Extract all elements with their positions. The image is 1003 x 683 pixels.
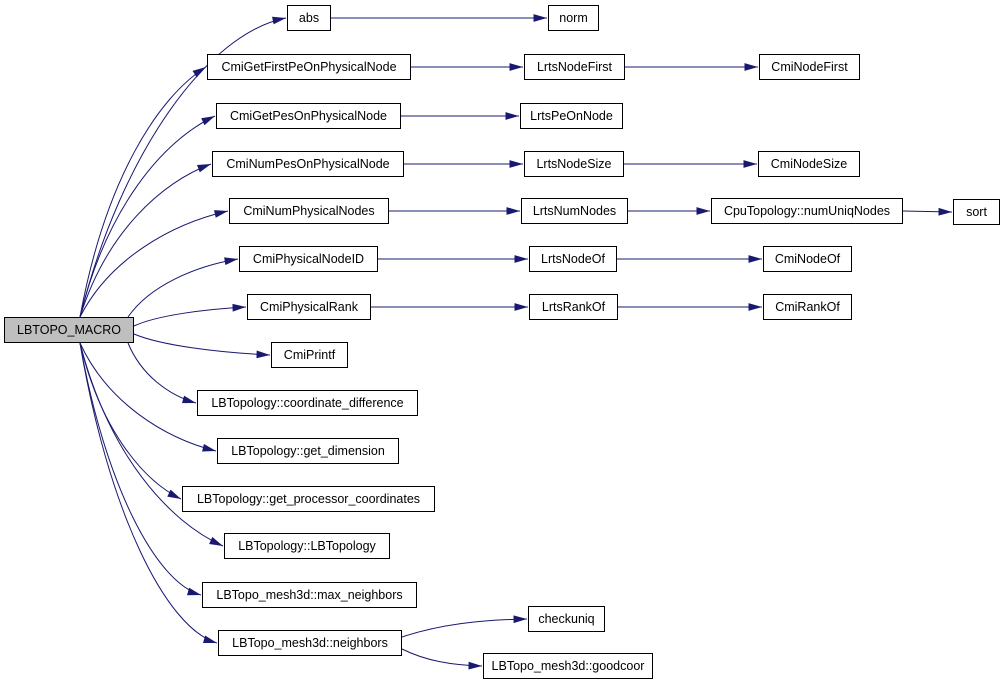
edge-lbtopo-macro--cmi-num-physical-nodes: [79, 210, 229, 318]
edge-lbtopo-macro--cmi-physical-node-id: [127, 257, 239, 318]
node-lbtopology-get-dimension[interactable]: LBTopology::get_dimension: [217, 438, 399, 464]
node-norm[interactable]: norm: [548, 5, 599, 31]
node-abs[interactable]: abs: [287, 5, 331, 31]
edge-lbtopo-macro--lbtopo-mesh3d-max-neighbors: [79, 342, 202, 596]
edge-lbtopo-mesh3d-neighbors--lbtopo-mesh3d-goodcoor: [401, 648, 483, 670]
node-label: LBTopo_mesh3d::max_neighbors: [216, 587, 403, 602]
node-label: LBTopo_mesh3d::goodcoor: [491, 658, 645, 673]
node-lrts-node-of[interactable]: LrtsNodeOf: [529, 246, 617, 272]
node-label: LBTopology::get_processor_coordinates: [196, 491, 421, 506]
edge-lbtopo-macro--lbtopology-get-processor-coordinates: [79, 342, 182, 500]
node-checkuniq[interactable]: checkuniq: [528, 606, 605, 632]
node-lrts-node-size[interactable]: LrtsNodeSize: [524, 151, 624, 177]
edge-lbtopo-macro--lbtopology-coordinate-difference: [127, 342, 197, 404]
node-cmi-physical-rank[interactable]: CmiPhysicalRank: [247, 294, 371, 320]
edge-cpu-topology-num-uniq-nodes--sort: [902, 207, 953, 216]
node-lbtopo-mesh3d-max-neighbors[interactable]: LBTopo_mesh3d::max_neighbors: [202, 582, 417, 608]
node-lbtopo-mesh3d-goodcoor[interactable]: LBTopo_mesh3d::goodcoor: [483, 653, 653, 679]
edge-lbtopo-macro--cmi-printf: [133, 333, 271, 359]
node-label: LBTopo_mesh3d::neighbors: [232, 635, 388, 650]
node-label: CmiPhysicalRank: [260, 299, 358, 314]
node-label: LrtsNodeSize: [536, 156, 612, 171]
node-cmi-node-first[interactable]: CmiNodeFirst: [759, 54, 860, 80]
node-cmi-node-size[interactable]: CmiNodeSize: [758, 151, 860, 177]
node-label: sort: [966, 204, 987, 219]
edge-lbtopo-macro--cmi-get-pes-on-physical-node: [79, 115, 216, 318]
node-label: CmiNumPesOnPhysicalNode: [226, 156, 390, 171]
node-cmi-physical-node-id[interactable]: CmiPhysicalNodeID: [239, 246, 378, 272]
node-label: CmiNumPhysicalNodes: [243, 203, 375, 218]
node-label: LBTopology::get_dimension: [231, 443, 385, 458]
edge-lbtopo-macro--lbtopo-mesh3d-neighbors: [79, 342, 218, 644]
node-label: LrtsRankOf: [541, 299, 606, 314]
node-cmi-node-of[interactable]: CmiNodeOf: [763, 246, 852, 272]
node-label: CmiNodeOf: [774, 251, 841, 266]
node-cmi-num-pes-on-physical-node[interactable]: CmiNumPesOnPhysicalNode: [212, 151, 404, 177]
node-label: LBTOPO_MACRO: [17, 322, 121, 337]
node-cpu-topology-num-uniq-nodes[interactable]: CpuTopology::numUniqNodes: [711, 198, 903, 224]
node-label: CpuTopology::numUniqNodes: [723, 203, 891, 218]
node-label: CmiNodeSize: [770, 156, 848, 171]
node-label: CmiPhysicalNodeID: [252, 251, 365, 266]
node-lbtopology-get-processor-coordinates[interactable]: LBTopology::get_processor_coordinates: [182, 486, 435, 512]
node-label: checkuniq: [538, 611, 595, 626]
node-label: LBTopology::coordinate_difference: [211, 395, 404, 410]
node-lrts-num-nodes[interactable]: LrtsNumNodes: [521, 198, 628, 224]
node-label: CmiNodeFirst: [771, 59, 848, 74]
node-lbtopology-coordinate-difference[interactable]: LBTopology::coordinate_difference: [197, 390, 418, 416]
node-cmi-num-physical-nodes[interactable]: CmiNumPhysicalNodes: [229, 198, 389, 224]
node-label: norm: [559, 10, 588, 25]
node-label: LrtsNumNodes: [532, 203, 617, 218]
node-label: LBTopology::LBTopology: [238, 538, 376, 553]
node-lrts-pe-on-node[interactable]: LrtsPeOnNode: [520, 103, 623, 129]
edge-lbtopo-macro--cmi-get-first-pe-on-physical-node: [79, 66, 207, 318]
edge-lbtopo-macro--cmi-num-pes-on-physical-node: [79, 163, 212, 318]
node-label: CmiGetFirstPeOnPhysicalNode: [221, 59, 397, 74]
node-label: LrtsNodeFirst: [536, 59, 613, 74]
node-sort[interactable]: sort: [953, 199, 1000, 225]
node-cmi-get-pes-on-physical-node[interactable]: CmiGetPesOnPhysicalNode: [216, 103, 401, 129]
edge-lbtopo-macro--lbtopology-lbtopology: [79, 342, 224, 547]
node-label: CmiGetPesOnPhysicalNode: [229, 108, 387, 123]
node-lrts-rank-of[interactable]: LrtsRankOf: [529, 294, 618, 320]
edge-lbtopo-macro--cmi-physical-rank: [133, 303, 247, 327]
edge-lbtopo-macro--abs: [79, 16, 287, 318]
node-label: LrtsPeOnNode: [530, 108, 613, 123]
node-lbtopo-macro: LBTOPO_MACRO: [4, 317, 134, 343]
edge-lbtopo-macro--lbtopology-get-dimension: [79, 342, 217, 452]
node-label: CmiRankOf: [775, 299, 840, 314]
node-lbtopo-mesh3d-neighbors[interactable]: LBTopo_mesh3d::neighbors: [218, 630, 402, 656]
node-lbtopology-lbtopology[interactable]: LBTopology::LBTopology: [224, 533, 390, 559]
node-lrts-node-first[interactable]: LrtsNodeFirst: [524, 54, 625, 80]
node-cmi-rank-of[interactable]: CmiRankOf: [763, 294, 852, 320]
node-cmi-get-first-pe-on-physical-node[interactable]: CmiGetFirstPeOnPhysicalNode: [207, 54, 411, 80]
node-label: abs: [298, 10, 320, 25]
node-label: LrtsNodeOf: [541, 251, 605, 266]
edge-lbtopo-mesh3d-neighbors--checkuniq: [401, 615, 528, 638]
node-cmi-printf[interactable]: CmiPrintf: [271, 342, 348, 368]
node-label: CmiPrintf: [283, 347, 336, 362]
